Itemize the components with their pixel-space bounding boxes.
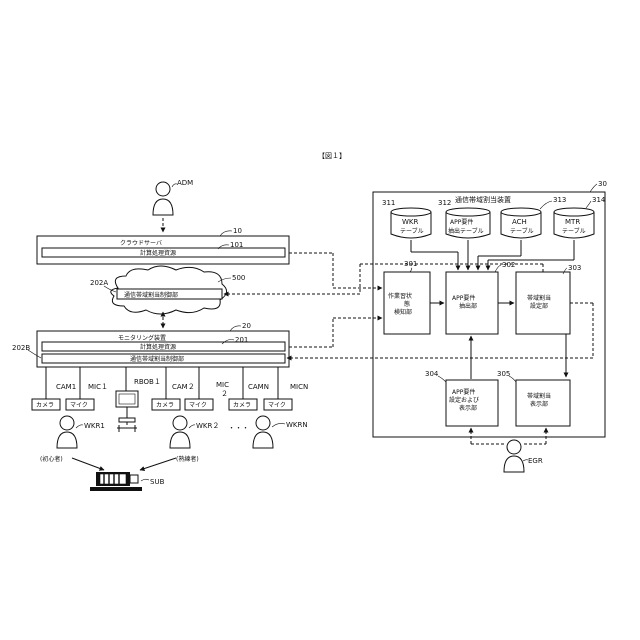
table-313-label-line1: ACH xyxy=(512,218,527,226)
egr-person-icon xyxy=(504,440,524,472)
mic-label-2: マイク xyxy=(189,402,207,409)
sub-ref: SUB xyxy=(150,478,165,486)
table-314-ref: 314 xyxy=(592,196,606,204)
allocation-ref: 30 xyxy=(598,180,607,188)
unit-304-label-line1: APP要件 xyxy=(452,388,475,396)
device-ref-cam1: CAM1 xyxy=(56,383,76,391)
cloud-server-ref: 10 xyxy=(233,227,242,235)
camera-label-n: カメラ xyxy=(233,402,251,409)
table-311-label-line2: テーブル xyxy=(400,227,424,235)
table-314-label-line1: MTR xyxy=(565,218,580,226)
unit-305-label-line1: 帯域割当 xyxy=(527,392,551,400)
cloud-resource-label: 計算処理資源 xyxy=(140,249,176,257)
unit-303-ref: 303 xyxy=(568,264,581,272)
monitoring-control-label: 通信帯域割当制御部 xyxy=(130,355,184,363)
monitoring-resource-label: 計算処理資源 xyxy=(140,343,176,351)
device-ref-micn: MICN xyxy=(290,383,308,391)
adm-person-icon xyxy=(153,182,173,215)
table-311-label-line1: WKR xyxy=(402,218,419,226)
unit-303-label-line1: 帯域割当 xyxy=(527,294,551,302)
camera-label-2: カメラ xyxy=(156,402,174,409)
worker-n-ref: WKRN xyxy=(286,421,308,429)
table-313-ref: 313 xyxy=(553,196,566,204)
unit-301-label-line3: 検知部 xyxy=(394,308,412,316)
monitoring-control-ref: 202B xyxy=(12,344,30,352)
worker-2-note: (熟練者) xyxy=(176,455,199,463)
egr-label: EGR xyxy=(528,457,543,465)
worker-2-ref: WKR２ xyxy=(196,422,219,430)
device-ref-rbob1: RBOB１ xyxy=(134,378,161,386)
table-312-ref: 312 xyxy=(438,199,451,207)
allocation-title: 通信帯域割当装置 xyxy=(455,195,511,204)
unit-305-label-line2: 表示部 xyxy=(530,400,548,408)
unit-305-ref: 305 xyxy=(497,370,510,378)
mic-label-1: マイク xyxy=(70,402,88,409)
table-312-label-line1: APP要件 xyxy=(450,218,473,226)
table-312-label-line2: 抽出テーブル xyxy=(448,227,484,235)
unit-304-ref: 304 xyxy=(425,370,439,378)
unit-302-ref: 302 xyxy=(502,261,515,269)
cloud-control-ref: 202A xyxy=(90,279,108,287)
worker-n-person-icon xyxy=(253,416,273,448)
table-311-ref: 311 xyxy=(382,199,395,207)
figure-label: 【図１】 xyxy=(318,152,346,160)
monitor-terminal-icon xyxy=(116,391,138,432)
device-ref-cam2: CAM２ xyxy=(172,383,195,391)
subject-machine-icon xyxy=(90,472,142,491)
device-ref-camn: CAMN xyxy=(248,383,269,391)
cloud-resource-ref: 101 xyxy=(230,241,243,249)
unit-304-label-line3: 表示部 xyxy=(459,404,477,412)
device-ref-mic1: MIC１ xyxy=(88,383,108,391)
table-314-label-line2: テーブル xyxy=(562,227,586,235)
table-313-label-line2: テーブル xyxy=(510,227,534,235)
unit-301-label-line2: 態 xyxy=(404,300,410,308)
workers-ellipsis: ・・・ xyxy=(228,424,249,432)
worker-1-note: (初心者) xyxy=(40,455,63,463)
monitoring-resource-ref: 201 xyxy=(235,336,248,344)
unit-303-label-line2: 設定部 xyxy=(530,302,548,310)
device-ref-mic2: MIC xyxy=(216,381,229,389)
camera-label-1: カメラ xyxy=(36,402,54,409)
unit-301-label-line1: 作業習状 xyxy=(388,292,412,300)
adm-label: ADM xyxy=(177,179,193,187)
worker-1-ref: WKR1 xyxy=(84,422,105,430)
worker-1-person-icon xyxy=(57,416,77,448)
mic-label-n: マイク xyxy=(268,402,286,409)
monitoring-ref: 20 xyxy=(242,322,251,330)
device-ref-mic2-index: ２ xyxy=(221,390,228,398)
cloud-server-title: クラウドサーバ xyxy=(120,239,162,247)
unit-304-label-line2: 設定および xyxy=(449,396,479,404)
cloud-control-label: 通信帯域割当制御部 xyxy=(124,291,178,299)
cloud-ref: 500 xyxy=(232,274,245,282)
device-connections xyxy=(46,367,278,400)
worker-2-person-icon xyxy=(170,416,190,448)
unit-302-label-line1: APP要件 xyxy=(452,294,475,302)
unit-302-label-line2: 抽出部 xyxy=(459,302,477,310)
monitoring-title: モニタリング装置 xyxy=(118,334,166,342)
